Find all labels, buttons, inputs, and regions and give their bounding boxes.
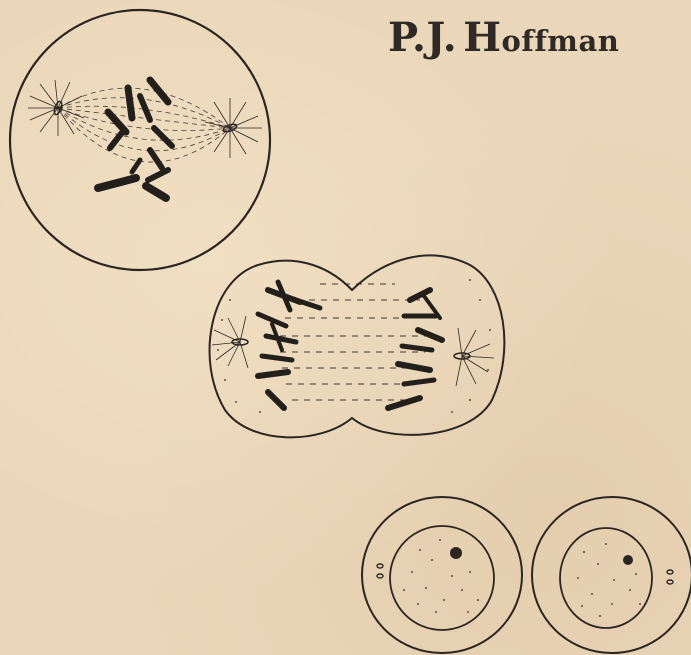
anaphase-cell: [210, 255, 505, 437]
author-signature: P.J. Hoffman: [388, 14, 619, 61]
author-surname-rest: offman: [502, 24, 620, 58]
daughter-left-centrioles: [377, 564, 383, 578]
daughter-right-nucleus: [560, 528, 652, 628]
daughter-left-chromatin-dots: [403, 539, 479, 613]
anaphase-right-aster: [456, 328, 494, 386]
anaphase-right-chromosomes: [388, 290, 442, 408]
daughter-right-membrane: [532, 497, 691, 653]
anaphase-left-chromosomes: [258, 282, 320, 408]
metaphase-cell: [10, 10, 270, 270]
author-surname-capital: H: [463, 14, 501, 61]
author-initials: P.J.: [388, 14, 457, 61]
metaphase-chromosomes: [98, 80, 172, 198]
daughter-right-chromatin-dots: [577, 543, 641, 617]
daughter-right-centrioles: [667, 570, 673, 584]
metaphase-right-aster: [205, 98, 262, 158]
anaphase-cell-membrane: [210, 255, 505, 437]
daughter-left-nucleolus: [450, 547, 462, 559]
daughter-left-nucleus: [390, 526, 494, 630]
daughter-cell-right: [532, 497, 691, 653]
anaphase-cytoplasm-stipple: [217, 279, 491, 413]
metaphase-cell-membrane: [10, 10, 270, 270]
metaphase-left-aster: [28, 80, 84, 136]
anaphase-left-aster: [212, 316, 248, 368]
daughter-right-nucleolus: [623, 555, 633, 565]
daughter-cell-left: [362, 497, 522, 653]
